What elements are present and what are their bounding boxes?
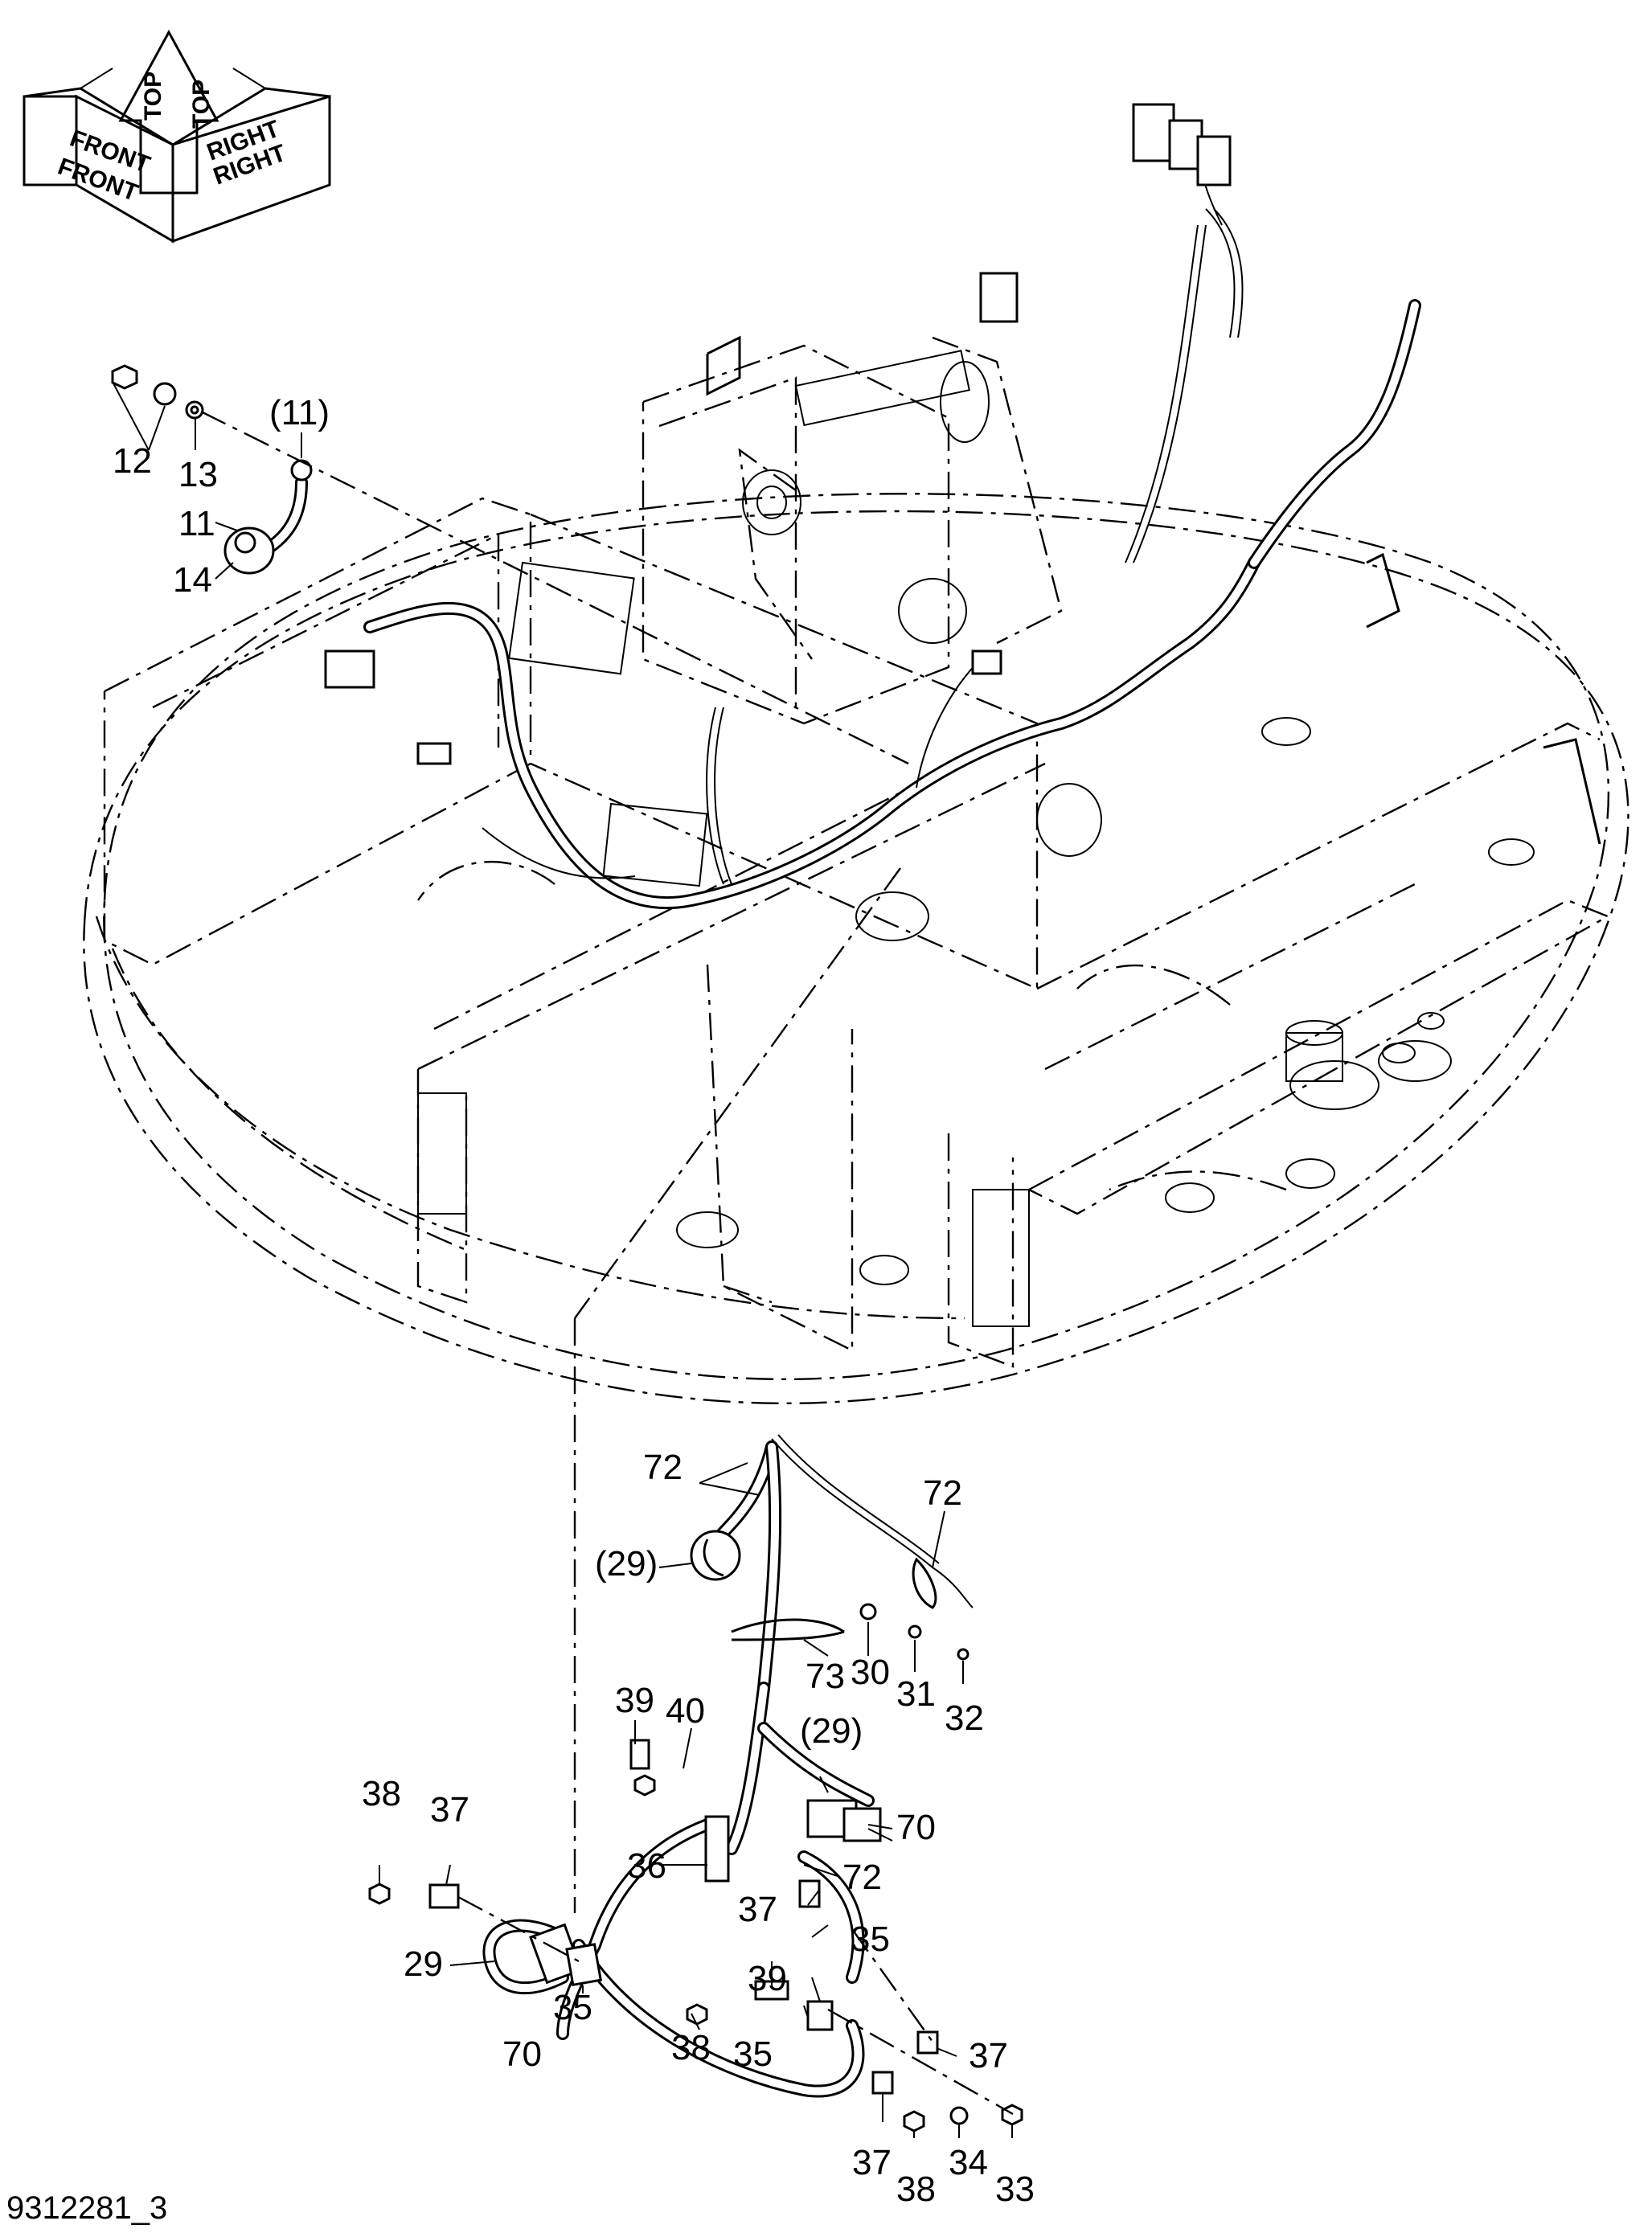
callout-29: 29 bbox=[404, 1944, 443, 1984]
upper-frame-outline bbox=[83, 336, 1629, 1404]
callout-13: 13 bbox=[178, 455, 218, 494]
callout-39-lower: 39 bbox=[748, 1959, 787, 1998]
callout-32: 32 bbox=[945, 1698, 984, 1738]
callout-33: 33 bbox=[995, 2169, 1035, 2209]
callout-34: 34 bbox=[949, 2143, 988, 2182]
callout-37-right: 37 bbox=[969, 2036, 1008, 2075]
callout-40: 40 bbox=[666, 1691, 705, 1731]
callout-38-left: 38 bbox=[362, 1774, 401, 1813]
callout-37-left: 37 bbox=[430, 1790, 469, 1829]
callout-72-top: 72 bbox=[643, 1448, 683, 1487]
callout-29-reference-lower: (29) bbox=[800, 1711, 863, 1751]
callout-29-reference-upper: (29) bbox=[595, 1544, 658, 1584]
callout-14: 14 bbox=[173, 560, 212, 600]
callout-35-bottom: 35 bbox=[733, 2034, 773, 2074]
callout-39-upper: 39 bbox=[615, 1681, 654, 1720]
callout-31: 31 bbox=[896, 1674, 936, 1714]
callout-11-reference: (11) bbox=[269, 393, 330, 432]
callout-11: 11 bbox=[178, 504, 215, 543]
callout-70-right: 70 bbox=[896, 1808, 936, 1847]
document-id: 9312281_3 bbox=[6, 2190, 167, 2226]
callout-72-lower: 72 bbox=[842, 1858, 882, 1897]
callout-12: 12 bbox=[113, 441, 152, 481]
callout-73: 73 bbox=[806, 1657, 845, 1696]
orientation-icon: FRONT FRONT TOP TOP RIGHT RIGHT bbox=[23, 29, 331, 244]
callout-37-bottom: 37 bbox=[852, 2143, 892, 2182]
orientation-top-label-right: TOP bbox=[188, 80, 215, 129]
ground-cable-hardware bbox=[111, 364, 909, 765]
orientation-top-label: TOP bbox=[140, 72, 166, 121]
callout-35-right: 35 bbox=[851, 1920, 890, 1959]
callout-70-left: 70 bbox=[502, 2034, 542, 2074]
callout-36: 36 bbox=[627, 1846, 666, 1886]
callout-30: 30 bbox=[851, 1653, 890, 1692]
callout-38-center: 38 bbox=[671, 2028, 711, 2067]
lower-harness-detail bbox=[368, 867, 1023, 2138]
callout-labels: (11) 12 13 11 14 72 72 (29) 73 30 31 32 … bbox=[113, 393, 1035, 2209]
callout-38-bottom: 38 bbox=[896, 2169, 936, 2209]
upper-harness bbox=[324, 103, 1601, 910]
callout-72-right: 72 bbox=[923, 1473, 962, 1513]
callout-35-left: 35 bbox=[553, 1988, 592, 2027]
callout-37-center: 37 bbox=[738, 1890, 777, 1929]
